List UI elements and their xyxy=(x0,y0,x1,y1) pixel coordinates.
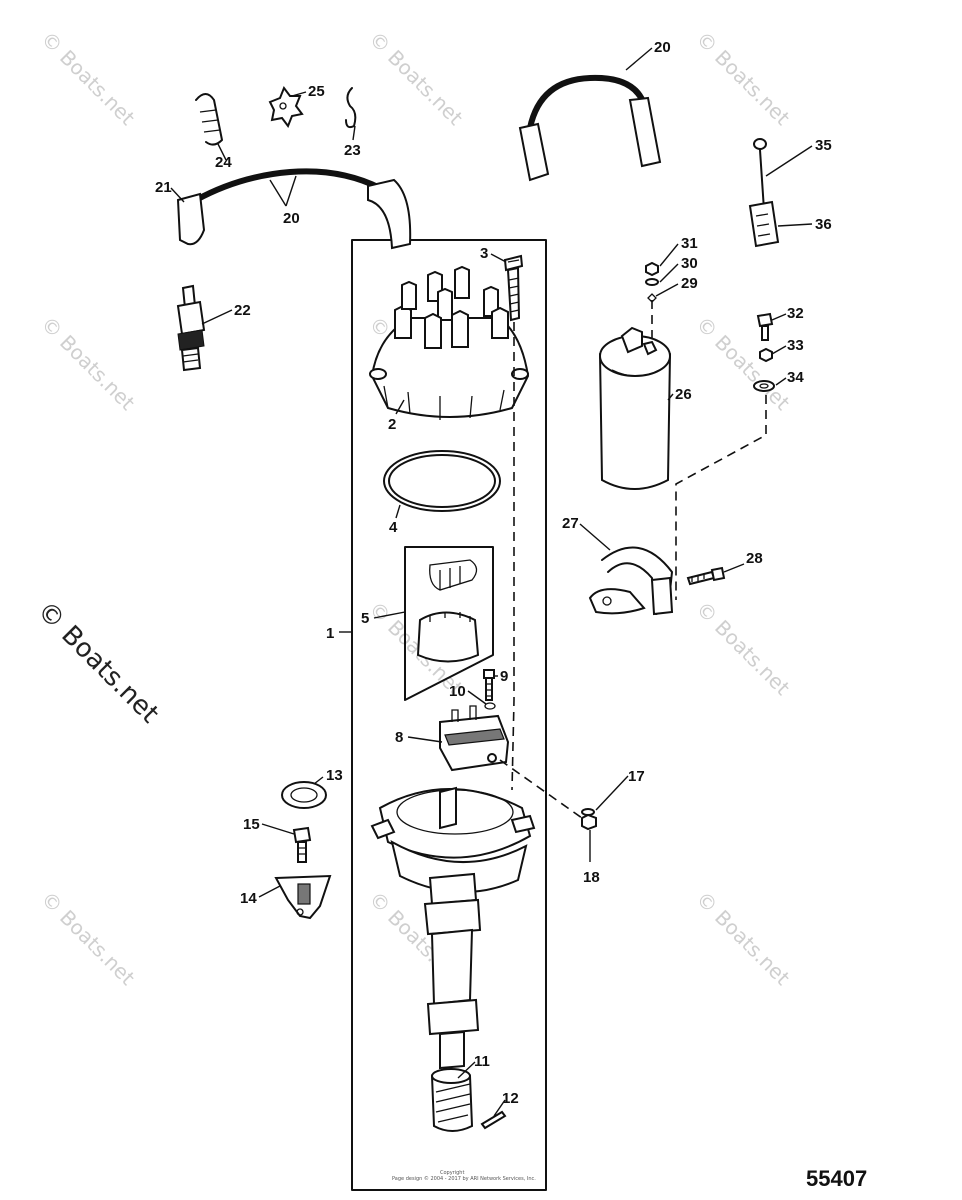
watermark: © Boats.net xyxy=(36,887,139,990)
part-11-drive-gear xyxy=(430,1068,474,1132)
callout-18: 18 xyxy=(583,869,600,886)
part-4-gasket xyxy=(383,450,501,512)
parts-17-18-nut xyxy=(581,808,597,831)
watermark: © Boats.net xyxy=(691,887,794,990)
part-28-bolt xyxy=(686,566,726,586)
callout-24: 24 xyxy=(215,154,232,171)
callout-9: 9 xyxy=(500,668,508,685)
callout-13: 13 xyxy=(326,767,343,784)
part-21-plug-wire xyxy=(176,168,412,250)
part-2-distributor-cap xyxy=(369,265,530,420)
callout-1: 1 xyxy=(326,625,334,642)
callout-15: 15 xyxy=(243,816,260,833)
callout-11: 11 xyxy=(474,1053,490,1070)
part-25-retainer xyxy=(268,85,304,129)
callout-14: 14 xyxy=(240,890,257,907)
part-15-bolt xyxy=(292,826,312,863)
callout-labels: 1 2 3 4 5 8 9 10 11 12 13 14 15 17 18 20… xyxy=(155,39,832,1107)
parts-29-31-nuts-washers xyxy=(645,261,659,303)
leader-lines xyxy=(170,47,813,1117)
diagram-number: 55407 xyxy=(806,1166,867,1191)
assembly-line-nut xyxy=(499,759,583,819)
part-13-washer xyxy=(281,781,327,809)
watermark: © Boats.net xyxy=(691,312,794,415)
callout-17: 17 xyxy=(628,768,645,785)
part-26-ignition-coil xyxy=(598,326,672,490)
callout-21: 21 xyxy=(155,179,172,196)
part-20-plug-wire-arch xyxy=(518,74,662,182)
callout-35: 35 xyxy=(815,137,832,154)
callout-2: 2 xyxy=(388,416,396,433)
distributor-assembly-frame xyxy=(351,239,547,1191)
callout-27: 27 xyxy=(562,515,579,532)
watermark: © Boats.net xyxy=(691,597,794,700)
callout-28: 28 xyxy=(746,550,763,567)
part-8-ignition-module xyxy=(439,705,510,772)
part-35-strap xyxy=(753,138,767,211)
part-10-washer xyxy=(484,702,496,710)
callout-25: 25 xyxy=(308,83,325,100)
callout-4: 4 xyxy=(389,519,398,536)
part-36-clip xyxy=(748,200,780,248)
callout-31: 31 xyxy=(681,235,698,252)
callout-22: 22 xyxy=(234,302,251,319)
parts-32-34-hardware xyxy=(753,312,775,392)
part-27-coil-bracket xyxy=(588,546,674,616)
callout-8: 8 xyxy=(395,729,403,746)
watermark: © Boats.net xyxy=(364,27,467,130)
callout-26: 26 xyxy=(675,386,692,403)
callout-20-top: 20 xyxy=(654,39,671,56)
assembly-line-screw xyxy=(511,322,515,791)
callout-29: 29 xyxy=(681,275,698,292)
part-23-clip xyxy=(345,87,357,129)
part-14-hold-down-clamp xyxy=(274,874,332,920)
assembly-line-bracket xyxy=(675,395,767,600)
callout-23: 23 xyxy=(344,142,361,159)
footer-copyright: Copyright xyxy=(440,1170,464,1176)
part-24-boot-clip xyxy=(195,93,223,146)
callout-3: 3 xyxy=(480,245,488,262)
callout-12: 12 xyxy=(502,1090,519,1107)
callout-34: 34 xyxy=(787,369,804,386)
callout-20-lower: 20 xyxy=(283,210,300,227)
callout-36: 36 xyxy=(815,216,832,233)
distributor-housing xyxy=(370,786,536,1070)
callout-32: 32 xyxy=(787,305,804,322)
watermark-prominent: © Boats.net xyxy=(31,596,164,729)
watermark: © Boats.net xyxy=(691,27,794,130)
part-5-rotor-kit xyxy=(404,546,494,701)
callout-33: 33 xyxy=(787,337,804,354)
part-22-spark-plug xyxy=(176,284,206,372)
callout-30: 30 xyxy=(681,255,698,272)
part-12-pin xyxy=(480,1110,507,1130)
part-9-screw xyxy=(483,669,495,701)
part-3-screw xyxy=(503,254,524,322)
footer-notice: Page design © 2004 - 2017 by ARI Network… xyxy=(392,1175,536,1182)
watermark: © Boats.net xyxy=(36,27,139,130)
watermark: © Boats.net xyxy=(36,312,139,415)
callout-10: 10 xyxy=(449,683,466,700)
callout-5: 5 xyxy=(361,610,369,627)
